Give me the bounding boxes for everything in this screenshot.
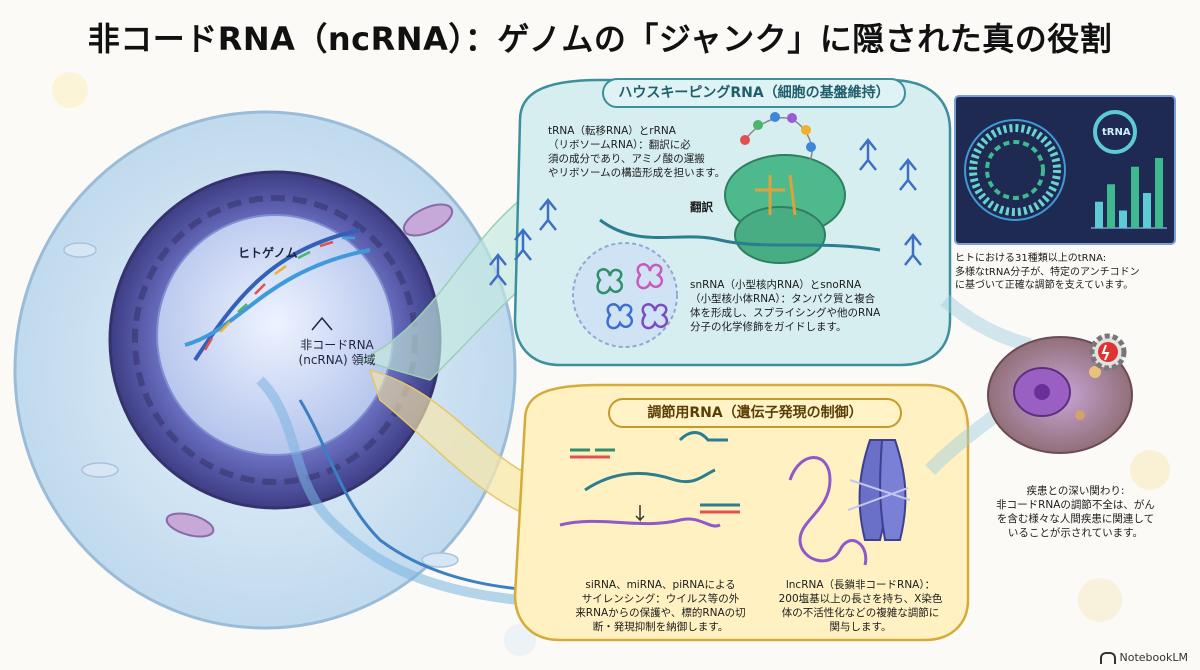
bar-chart-bar: [1095, 201, 1103, 228]
trna-cloverleaf-icon: [489, 137, 922, 286]
silencing-rna-icon: [559, 431, 740, 528]
housekeeping-region: [489, 78, 952, 367]
translation-label: 翻訳: [690, 200, 713, 214]
sirna-description: siRNA、miRNA、piRNAによる サイレンシング：ウイルス等の外 来RN…: [575, 579, 746, 633]
bar-chart-bar: [1155, 158, 1163, 228]
ribosome-icon: [724, 154, 846, 264]
notebooklm-logo-text: NotebookLM: [1119, 651, 1188, 664]
ncrna-region-label: 非コードRNA (ncRNA) 領域: [298, 338, 376, 367]
bar-chart-bar: [1131, 166, 1139, 228]
mitochondrion-icon: [165, 512, 215, 538]
trna-rrna-description: tRNA（転移RNA）とrRNA （リボソームRNA）：翻訳に必 須の成分であり…: [548, 125, 726, 179]
dna-helix-icon: [184, 228, 371, 362]
bar-chart-bar: [1107, 184, 1115, 228]
page-title: 非コードRNA（ncRNA）：ゲノムの「ジャンク」に隠された真の役割: [87, 20, 1113, 58]
ring-chart-icon: [964, 119, 1066, 221]
trna-stats-panel: [954, 95, 1176, 245]
bar-chart-bar: [1143, 193, 1151, 228]
genome-label: ヒトゲノム: [238, 246, 298, 260]
trna-badge-ring: [1093, 110, 1137, 154]
lncrna-description: lncRNA（長鎖非コードRNA）： 200塩基以上の長さを持ち、X染色 体の不…: [778, 579, 943, 633]
notebooklm-logo-icon: [1099, 651, 1116, 664]
mrna-strand: [599, 218, 881, 252]
amino-acid-chain-icon: [740, 112, 816, 161]
human-cell: [13, 110, 517, 630]
bar-chart-icon: [1091, 158, 1167, 229]
spliceosome-icon: [572, 242, 678, 348]
notebooklm-logo: NotebookLM: [1099, 651, 1188, 664]
gear-warning-icon: [1089, 333, 1127, 371]
trna-caption: ヒトにおける31種類以上のtRNA: 多様なtRNA分子が、特定のアンチコドン …: [955, 253, 1140, 291]
lncrna-strand-icon: [788, 456, 868, 566]
bar-chart-bar: [1119, 210, 1127, 228]
housekeeping-heading: ハウスキーピングRNA（細胞の基盤維持）: [602, 78, 906, 108]
disease-caption: 疾患との深い関わり: 非コードRNAの調節不全は、がん を含む様々な人間疾患に関…: [996, 485, 1155, 539]
mitochondrion-icon: [402, 203, 454, 237]
trna-badge: tRNA: [1102, 127, 1131, 138]
chromosome-icon: [847, 439, 911, 541]
snrna-description: snRNA（小型核内RNA）とsnoRNA （小型核小体RNA）：タンパク質と複…: [690, 279, 881, 333]
regulatory-heading: 調節用RNA（遺伝子発現の制御）: [608, 398, 902, 428]
dna-strand-lower: [256, 376, 521, 605]
regulatory-region: [513, 383, 970, 642]
